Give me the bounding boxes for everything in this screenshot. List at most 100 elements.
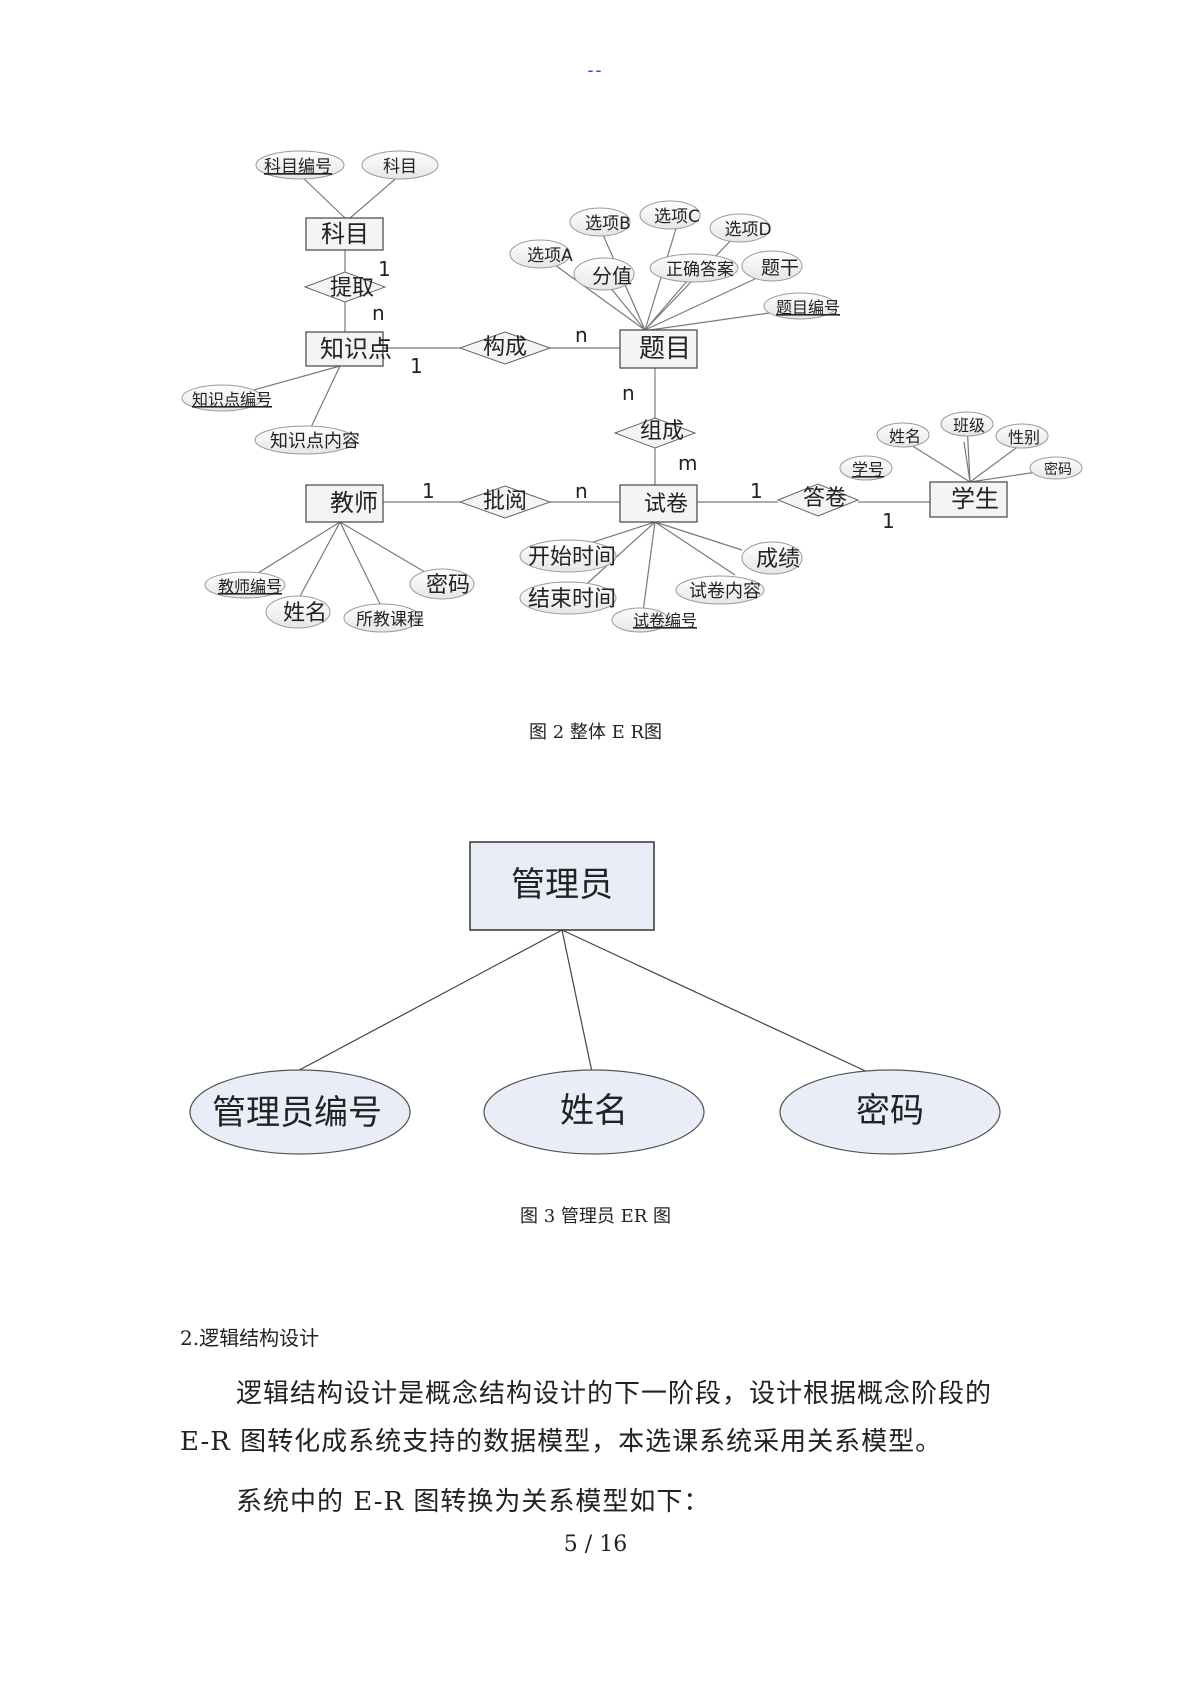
svg-text:管理员: 管理员 xyxy=(511,865,613,905)
header-mark: -- xyxy=(587,60,604,80)
svg-text:结束时间: 结束时间 xyxy=(528,587,616,612)
svg-text:试卷编号: 试卷编号 xyxy=(633,611,697,630)
attr-paper-content: 试卷内容 xyxy=(675,575,765,605)
svg-text:题目编号: 题目编号 xyxy=(776,298,840,317)
relation-compose: 构成 xyxy=(458,331,552,365)
svg-text:提取: 提取 xyxy=(330,276,374,301)
attr-option-b: 选项B xyxy=(569,207,631,237)
svg-text:学号: 学号 xyxy=(852,460,884,479)
svg-text:题干: 题干 xyxy=(761,257,799,279)
svg-text:姓名: 姓名 xyxy=(889,427,921,446)
section-heading: 2.逻辑结构设计 xyxy=(180,1326,320,1350)
svg-text:构成: 构成 xyxy=(483,335,527,360)
card-answer-student: 1 xyxy=(882,509,895,533)
attr-student-password: 密码 xyxy=(1029,456,1083,480)
attr-subject-name: 科目 xyxy=(361,150,439,180)
attr-stem: 题干 xyxy=(741,250,803,282)
svg-text:教师: 教师 xyxy=(330,489,378,517)
relation-form: 组成 xyxy=(613,417,697,449)
er-diagram-administrator: 管理员 管理员编号 姓名 密码 xyxy=(189,841,1001,1155)
svg-text:性别: 性别 xyxy=(1008,428,1040,447)
svg-text:试卷: 试卷 xyxy=(644,492,688,517)
svg-text:选项D: 选项D xyxy=(724,220,771,240)
page-number: 5 / 16 xyxy=(563,1532,628,1557)
admin-entity: 管理员 xyxy=(469,841,655,931)
svg-text:姓名: 姓名 xyxy=(560,1091,628,1131)
svg-text:答卷: 答卷 xyxy=(803,486,847,511)
relation-extract: 提取 xyxy=(303,271,387,303)
attr-paper-id: 试卷编号 xyxy=(611,607,697,633)
admin-attr-name: 姓名 xyxy=(483,1069,705,1155)
admin-attr-password: 密码 xyxy=(779,1069,1001,1155)
svg-text:正确答案: 正确答案 xyxy=(666,260,734,280)
attr-student-id: 学号 xyxy=(839,455,893,481)
svg-text:所教课程: 所教课程 xyxy=(356,610,424,630)
card-compose-question: n xyxy=(575,323,588,347)
attr-taught-course: 所教课程 xyxy=(343,603,424,633)
entity-knowledge-point: 知识点 xyxy=(305,331,392,367)
card-review-teacher: 1 xyxy=(422,479,435,503)
svg-text:教师编号: 教师编号 xyxy=(218,577,282,596)
svg-text:管理员编号: 管理员编号 xyxy=(212,1093,382,1133)
attr-subject-id: 科目编号 xyxy=(255,150,345,180)
attr-end-time: 结束时间 xyxy=(519,581,617,615)
card-compose-knowledge: 1 xyxy=(410,354,423,378)
svg-text:知识点内容: 知识点内容 xyxy=(270,431,360,452)
attr-correct-answer: 正确答案 xyxy=(649,253,739,283)
svg-text:选项B: 选项B xyxy=(585,214,631,234)
svg-text:开始时间: 开始时间 xyxy=(528,545,616,570)
figure-2-caption: 图 2 整体 E R图 xyxy=(528,722,663,743)
figure-3-caption: 图 3 管理员 ER 图 xyxy=(519,1206,672,1227)
card-extract-subject: 1 xyxy=(378,257,391,281)
svg-text:密码: 密码 xyxy=(856,1091,924,1131)
card-review-paper: n xyxy=(575,479,588,503)
card-form-question: n xyxy=(622,381,635,405)
attr-option-d: 选项D xyxy=(709,213,772,243)
svg-text:知识点编号: 知识点编号 xyxy=(192,390,272,409)
card-answer-paper: 1 xyxy=(750,479,763,503)
er-diagram-overall: 科目 知识点 题目 教师 试卷 学生 提取 构成 组成 批阅 答卷 科目编号 科… xyxy=(181,150,1083,633)
svg-text:批阅: 批阅 xyxy=(483,489,527,514)
entity-student: 学生 xyxy=(929,481,1008,518)
card-extract-knowledge: n xyxy=(372,301,385,325)
svg-text:组成: 组成 xyxy=(640,419,684,444)
entity-exam-paper: 试卷 xyxy=(619,484,698,523)
svg-text:班级: 班级 xyxy=(953,416,985,435)
svg-text:密码: 密码 xyxy=(426,573,470,598)
svg-text:学生: 学生 xyxy=(951,485,999,513)
attr-teacher-name: 姓名 xyxy=(265,595,331,629)
attr-question-id: 题目编号 xyxy=(763,292,840,320)
svg-text:密码: 密码 xyxy=(1044,461,1072,478)
svg-text:选项A: 选项A xyxy=(527,246,573,266)
attr-knowledge-content: 知识点内容 xyxy=(254,425,360,455)
svg-text:试卷内容: 试卷内容 xyxy=(689,581,761,602)
entity-subject: 科目 xyxy=(305,217,384,251)
svg-text:科目编号: 科目编号 xyxy=(264,157,332,177)
entity-question: 题目 xyxy=(619,329,698,369)
svg-text:成绩: 成绩 xyxy=(756,547,800,572)
svg-text:知识点: 知识点 xyxy=(320,335,392,363)
svg-text:题目: 题目 xyxy=(639,334,691,364)
svg-text:科目: 科目 xyxy=(383,157,417,177)
attr-knowledge-id: 知识点编号 xyxy=(181,384,272,412)
attr-start-time: 开始时间 xyxy=(519,539,617,573)
entity-teacher: 教师 xyxy=(305,484,384,523)
attr-option-c: 选项C xyxy=(639,200,701,230)
attr-student-name: 姓名 xyxy=(876,422,930,448)
body-paragraph-1: 逻辑结构设计是概念结构设计的下一阶段，设计根据概念阶段的E-R 图转化成系统支持… xyxy=(180,1379,993,1457)
attr-teacher-password: 密码 xyxy=(409,568,475,600)
body-paragraph-2: 系统中的 E-R 图转换为关系模型如下： xyxy=(236,1487,711,1517)
svg-text:科目: 科目 xyxy=(321,220,369,248)
attr-option-a: 选项A xyxy=(509,239,573,269)
svg-text:分值: 分值 xyxy=(592,264,632,288)
admin-attr-id: 管理员编号 xyxy=(189,1069,411,1155)
attr-teacher-id: 教师编号 xyxy=(204,571,286,599)
card-form-paper: m xyxy=(678,451,697,475)
relation-review: 批阅 xyxy=(458,485,552,519)
attr-student-gender: 性别 xyxy=(995,423,1049,449)
attr-score: 分值 xyxy=(573,257,635,291)
svg-text:姓名: 姓名 xyxy=(283,601,327,626)
attr-grade: 成绩 xyxy=(741,541,803,575)
cardinality-labels: 1 n 1 n n m 1 n 1 1 xyxy=(372,257,895,533)
attr-student-class: 班级 xyxy=(940,411,994,437)
